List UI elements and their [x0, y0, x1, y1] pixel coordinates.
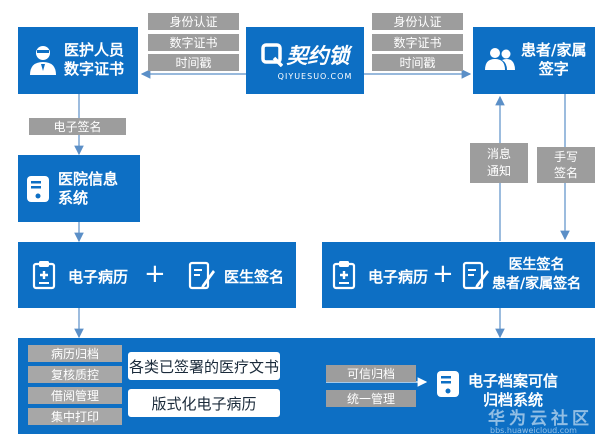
clipboard-medical-icon	[32, 261, 56, 290]
handwritten-line1: 手写	[553, 150, 578, 164]
message-notice-line1: 消息	[486, 147, 511, 161]
logo-mark-icon	[260, 43, 283, 67]
patient-sign-line2: 签字	[538, 60, 569, 78]
medical-cert-line1: 医护人员	[64, 41, 125, 59]
server-icon	[437, 371, 459, 397]
edge-label-identity-left: 身份认证	[148, 13, 239, 30]
doc-signed-records: 各类已签署的医疗文书	[127, 351, 281, 381]
qiyuesuo-logo: 契约锁 QIYUESUO.COM	[246, 27, 364, 94]
edge-label-unified-mgmt: 统一管理	[326, 390, 416, 407]
handwritten-line2: 签名	[553, 166, 578, 180]
function-qc: 复核质控	[28, 366, 122, 383]
function-archive: 病历归档	[28, 345, 122, 362]
function-print: 集中打印	[28, 408, 122, 425]
node-medical-cert: 医护人员 数字证书	[18, 27, 138, 94]
doc-formatted-emr: 版式化电子病历	[127, 388, 281, 418]
function-borrow: 借阅管理	[28, 387, 122, 404]
node-hospital-system: 医院信息 系统	[18, 155, 140, 222]
message-notice-line2: 通知	[486, 164, 511, 178]
archive-line2: 归档系统	[483, 391, 544, 409]
server-icon	[27, 176, 49, 202]
logo-subtext: QIYUESUO.COM	[277, 72, 353, 81]
patient-sign-line1: 患者/家属	[521, 41, 587, 59]
right-emr-label: 电子病历	[368, 268, 429, 286]
medical-cert-line2: 数字证书	[64, 60, 125, 78]
logo-text: 契约锁	[286, 44, 350, 68]
hospital-system-line2: 系统	[58, 189, 89, 207]
edge-label-cert-right: 数字证书	[372, 34, 463, 51]
edge-label-timestamp-right: 时间戳	[372, 54, 463, 71]
archive-line1: 电子档案可信	[468, 372, 559, 390]
edge-label-trusted-archive: 可信归档	[326, 365, 416, 382]
right-plus-sign: +	[432, 259, 454, 289]
hospital-system-line1: 医院信息	[58, 170, 119, 188]
signature-edit-icon	[462, 261, 489, 290]
edge-label-cert-left: 数字证书	[148, 34, 239, 51]
signature-edit-icon	[188, 261, 215, 290]
node-left-record: 电子病历 + 医生签名	[18, 242, 296, 308]
left-doctor-sign-label: 医生签名	[224, 268, 285, 286]
clipboard-medical-icon	[332, 261, 356, 290]
left-plus-sign: +	[144, 259, 166, 289]
edge-label-timestamp-left: 时间戳	[148, 54, 239, 71]
edge-label-e-sign: 电子签名	[29, 118, 126, 135]
right-patient-sign-label: 患者/家属签名	[492, 276, 582, 292]
doctor-icon	[30, 46, 56, 75]
edge-label-identity-right: 身份认证	[372, 13, 463, 30]
edge-label-handwritten: 手写 签名	[537, 147, 595, 183]
right-doctor-sign-label: 医生签名	[508, 257, 565, 273]
users-icon	[485, 48, 515, 70]
watermark-text: 华为云社区	[488, 409, 593, 429]
watermark-subtext: bbs.huaweicloud.com	[490, 426, 577, 435]
node-patient-sign: 患者/家属 签字	[473, 27, 595, 94]
node-right-record: 电子病历 + 医生签名 患者/家属签名	[322, 242, 595, 308]
left-emr-label: 电子病历	[68, 268, 129, 286]
edge-label-message-notice: 消息 通知	[470, 143, 528, 183]
